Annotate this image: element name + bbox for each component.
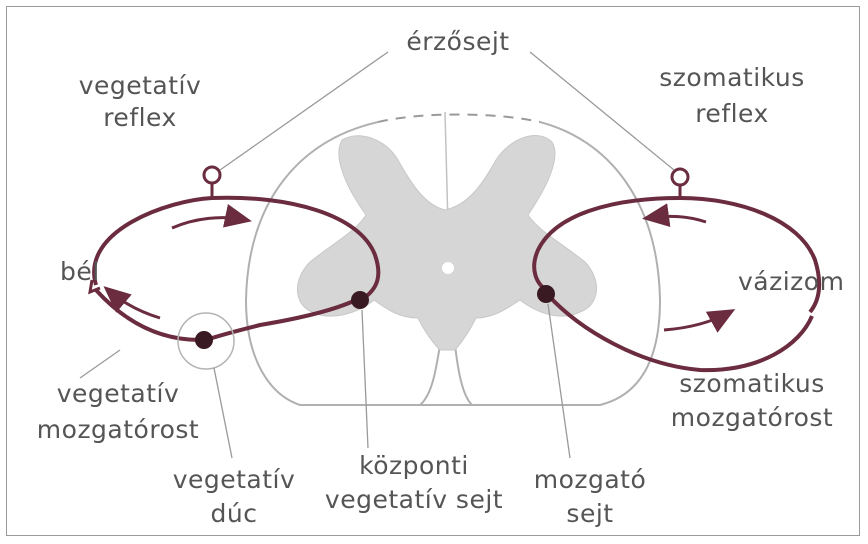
leader-motor-cell [548,304,570,458]
label-motor-cell-2: sejt [566,500,613,528]
label-central-vegetative-cell-1: központi [359,452,469,480]
vegetative-sensory-arrow [172,218,246,228]
central-canal [442,262,454,274]
label-somatic-reflex-2: reflex [695,100,769,128]
label-intestine: bél [60,258,100,286]
vegetative-motor-arrow [108,290,160,318]
leader-central-vegetative-cell [362,310,368,448]
leader-vegetative-motor-fiber [80,350,120,378]
label-somatic-motor-fiber-1: szomatikus [679,370,824,398]
label-skeletal-muscle: vázizom [738,268,844,296]
vegetative-ganglion-cell-body [195,331,213,349]
vegetative-sensory-cell-body [204,167,220,183]
label-vegetative-ganglion-1: vegetatív [173,466,296,494]
somatic-sensory-cell-body [672,169,688,185]
label-vegetative-ganglion-2: dúc [211,500,258,528]
spinal-cord-dorsal-dashed [378,115,540,123]
label-central-vegetative-cell-2: vegetatív sejt [325,486,503,514]
label-somatic-reflex-1: szomatikus [659,64,804,92]
label-motor-cell-1: mozgató [534,466,647,494]
motor-cell-body [537,285,555,303]
somatic-sensory-arrow [648,216,706,222]
label-vegetative-reflex-2: reflex [103,104,177,132]
label-vegetative-motor-fiber-1: vegetatív [57,380,180,408]
label-vegetative-reflex-1: vegetatív [79,72,202,100]
leader-vegetative-ganglion [214,368,232,458]
ventral-median-fissure [420,345,472,405]
somatic-motor-arrow [664,312,730,330]
dorsal-median-septum [445,112,448,225]
label-sensory-cell: érzősejt [406,28,509,56]
label-vegetative-motor-fiber-2: mozgatórost [37,416,199,444]
central-vegetative-cell-body [351,291,369,309]
label-somatic-motor-fiber-2: mozgatórost [671,404,833,432]
